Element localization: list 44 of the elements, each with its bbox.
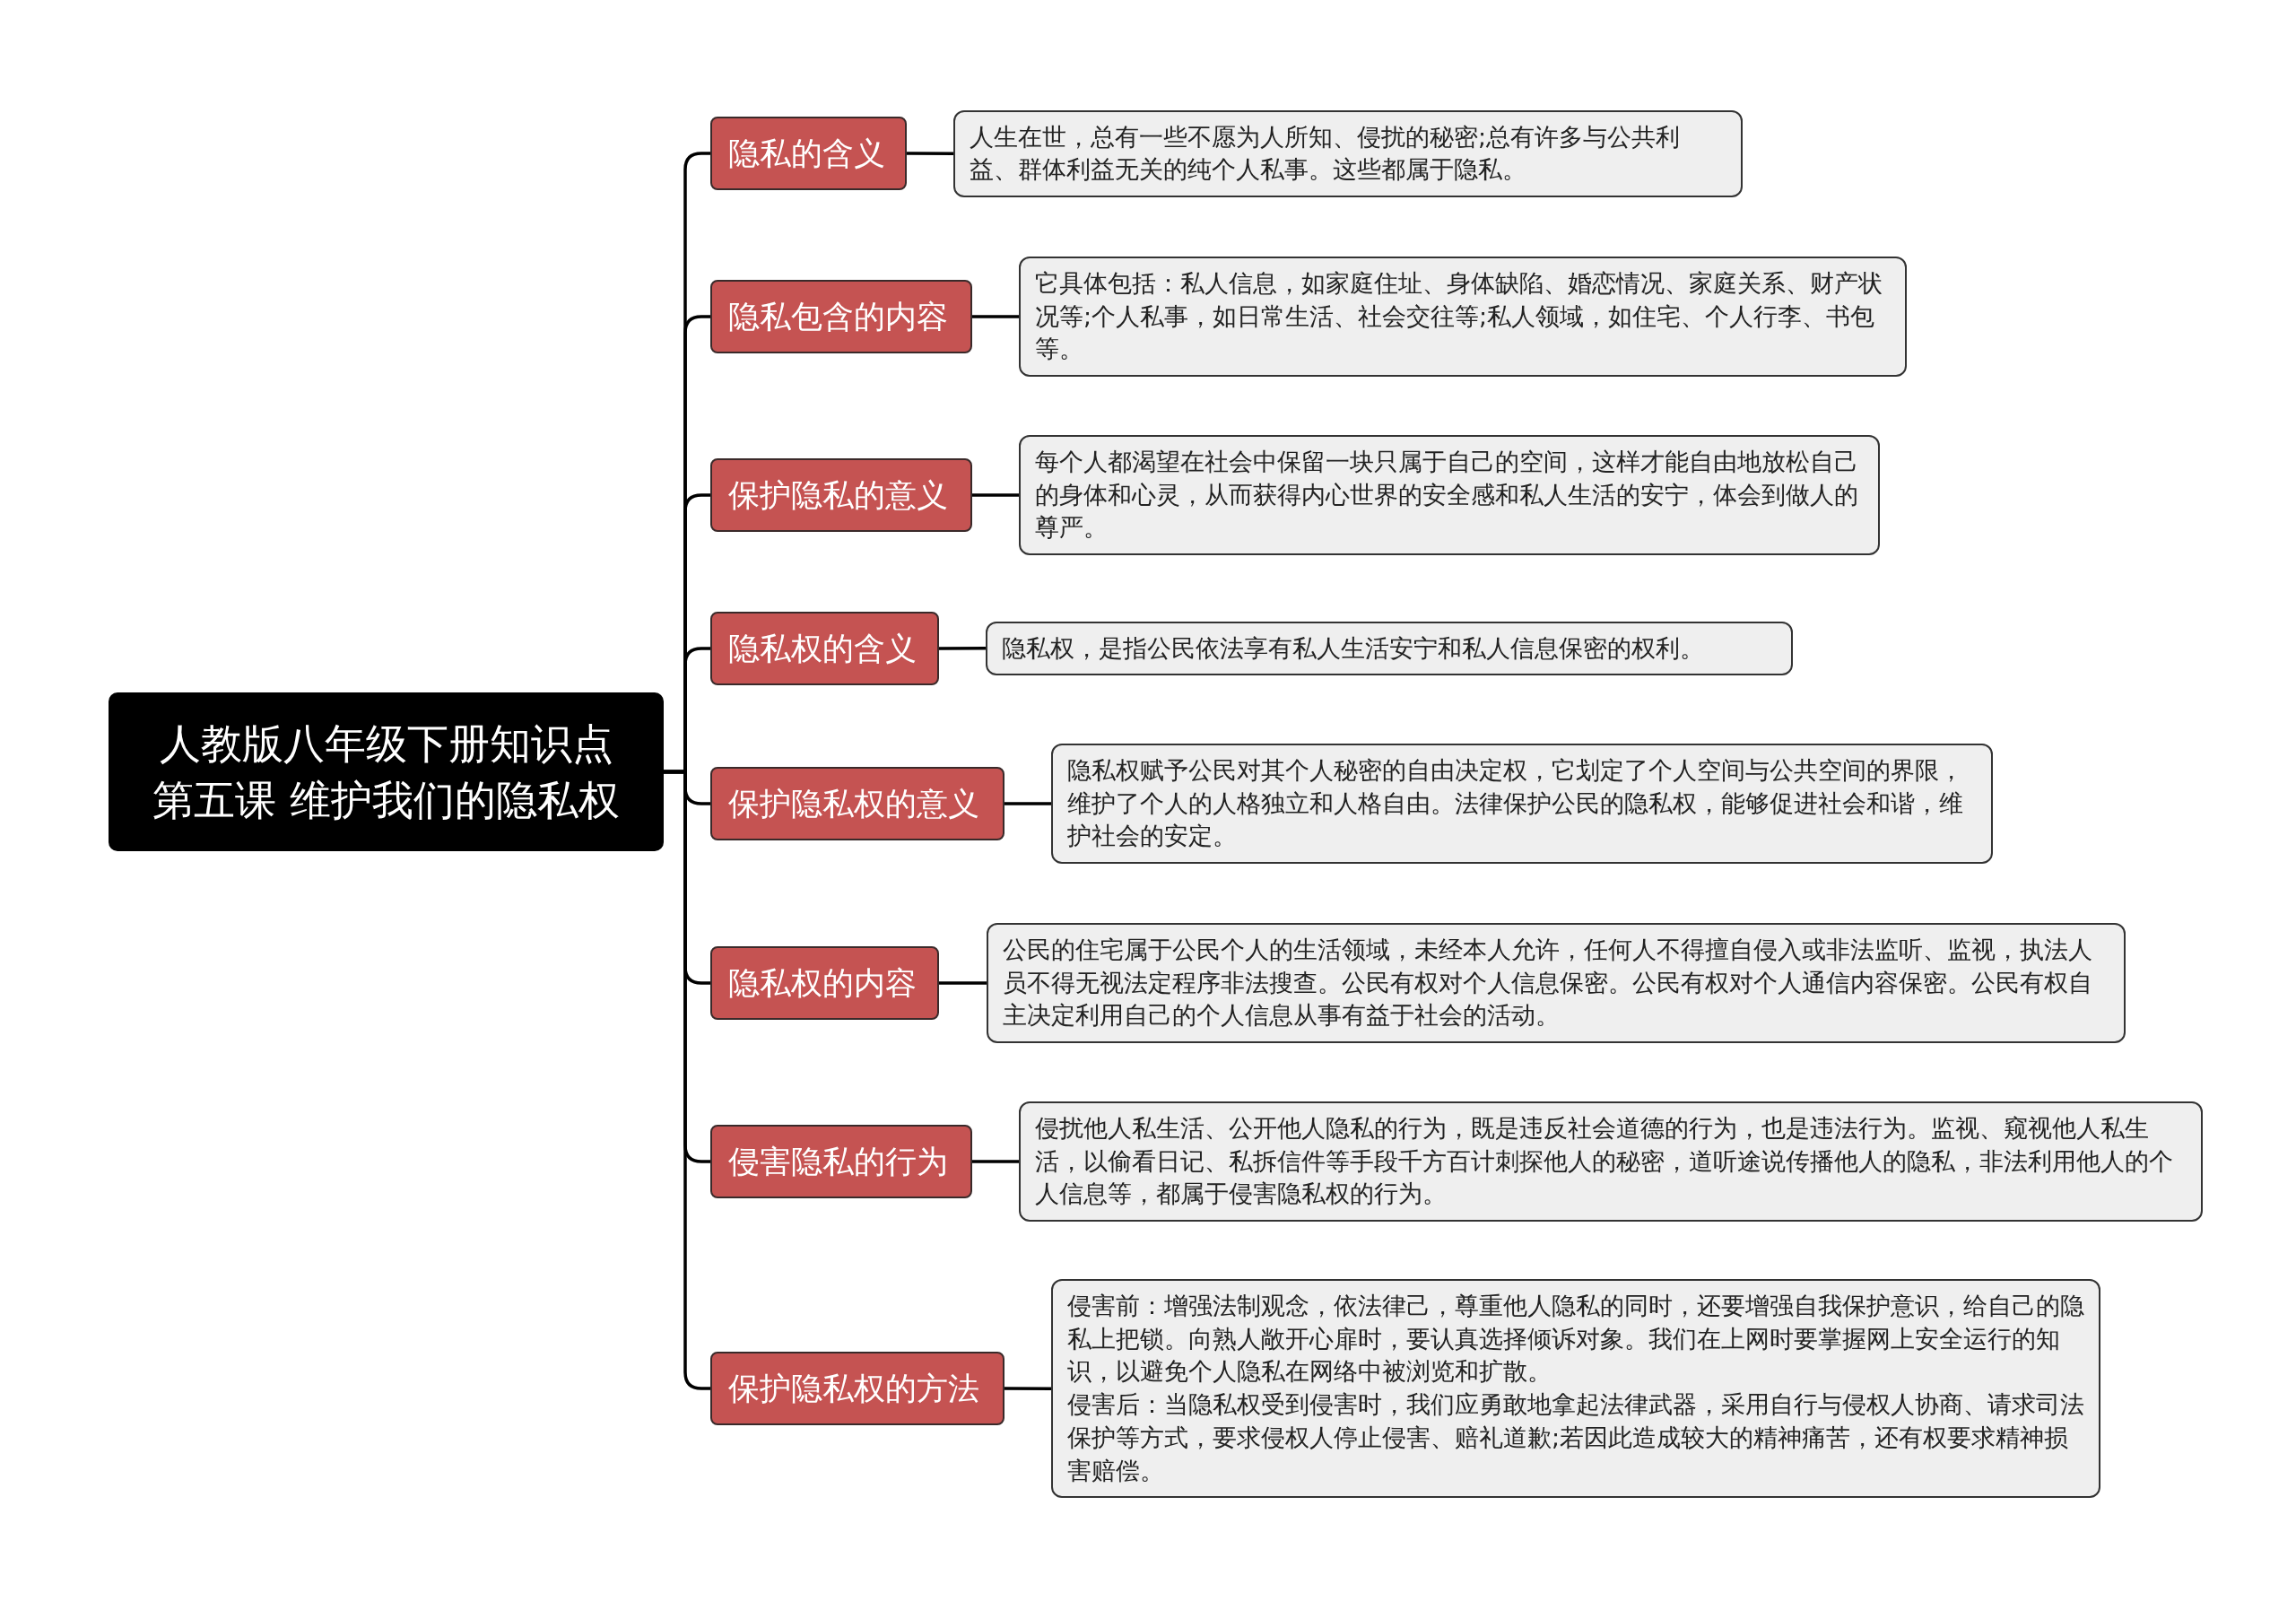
note-box bbox=[1019, 1101, 2203, 1223]
note-box bbox=[1051, 1279, 2100, 1499]
title-text: 第五课 维护我们的隐私权 bbox=[152, 774, 620, 826]
topic-text: 保护隐私权的意义 bbox=[728, 784, 979, 823]
topic-text: 隐私包含的内容 bbox=[728, 297, 948, 336]
note-box bbox=[987, 923, 2126, 1044]
topic-box bbox=[710, 946, 939, 1020]
topic-text: 保护隐私的意义 bbox=[728, 475, 948, 515]
topic-box bbox=[710, 612, 939, 685]
topic-box bbox=[710, 458, 972, 532]
topic-box bbox=[710, 117, 907, 190]
topic-box bbox=[710, 767, 1004, 840]
topic-text: 隐私权的内容 bbox=[728, 963, 917, 1003]
connector-line bbox=[939, 647, 986, 650]
note-text: 侵害后：当隐私权受到侵害时，我们应勇敢地拿起法律武器，采用自行与侵权人协商、请求司法保护等方式，要求侵权人停止侵害、赔礼道歉;若因此造成较大的精神痛苦，还有权要求精神损害赔偿。 bbox=[1067, 1389, 2084, 1486]
note-text: 它具体包括：私人信息，如家庭住址、身体缺陷、婚恋情况、家庭关系、财产状况等;个人私事，如日常生活、社会交往等;私人领域，如住宅、个人行李、书包等。 bbox=[1035, 268, 1883, 365]
topic-box bbox=[710, 1125, 972, 1198]
topic-text: 侵害隐私的行为 bbox=[728, 1142, 948, 1181]
topic-text: 隐私权的含义 bbox=[728, 629, 917, 668]
note-text: 隐私权，是指公民依法享有私人生活安宁和私人信息保密的权利。 bbox=[1002, 632, 1705, 664]
topic-text: 保护隐私权的方法 bbox=[728, 1369, 979, 1408]
topic-box bbox=[710, 280, 972, 353]
note-box bbox=[986, 621, 1793, 676]
connector-line bbox=[972, 493, 1019, 497]
note-text: 侵扰他人私生活、公开他人隐私的行为，既是违反社会道德的行为，也是违法行为。监视、窥视他人私生活，以偷看日记、私拆信件等手段千方百计刺探他人的秘密，道听途说传播他人的隐私，非法利用他人的个人信息等，都属于侵害隐私权的行为。 bbox=[1035, 1113, 2174, 1210]
connector-line bbox=[972, 1160, 1019, 1163]
topic-text: 隐私的含义 bbox=[728, 134, 885, 173]
note-box bbox=[953, 109, 1743, 197]
note-text: 公民的住宅属于公民个人的生活领域，未经本人允许，任何人不得擅自侵入或非法监听、监视，执法人员不得无视法定程序非法搜查。公民有权对个人信息保密。公民有权对个人通信内容保密。公民有权自主决定利用自己的个人信息从事有益于社会的活动。 bbox=[1003, 935, 2093, 1031]
note-box bbox=[1019, 435, 1880, 556]
connector-line bbox=[1004, 802, 1051, 805]
connector-line bbox=[972, 315, 1019, 318]
note-text: 人生在世，总有一些不愿为人所知、侵扰的秘密;总有许多与公共利益、群体利益无关的纯个人私事。这些都属于隐私。 bbox=[970, 121, 1682, 186]
note-text: 隐私权赋予公民对其个人秘密的自由决定权，它划定了个人空间与公共空间的界限，维护了个人的人格独立和人格自由。法律保护公民的隐私权，能够促进社会和谐，维护社会的安定。 bbox=[1067, 755, 1964, 852]
note-text: 侵害前：增强法制观念，依法律己，尊重他人隐私的同时，还要增强自我保护意识，给自己的隐私上把锁。向熟人敞开心扉时，要认真选择倾诉对象。我们在上网时要掌握网上安全运行的知识，以避免个人隐私在网络中被浏览和扩散。 bbox=[1067, 1291, 2084, 1388]
connector-line bbox=[1004, 1387, 1051, 1390]
topic-box bbox=[710, 1352, 1004, 1425]
note-box bbox=[1019, 257, 1907, 378]
note-box bbox=[1051, 744, 1993, 865]
title-text: 人教版八年级下册知识点 bbox=[159, 718, 613, 770]
connector-line bbox=[907, 152, 953, 155]
central-topic bbox=[109, 692, 664, 851]
connector-line bbox=[939, 981, 987, 985]
note-text: 每个人都渴望在社会中保留一块只属于自己的空间，这样才能自由地放松自己的身体和心灵，从而获得内心世界的安全感和私人生活的安宁，体会到做人的尊严。 bbox=[1035, 447, 1859, 544]
